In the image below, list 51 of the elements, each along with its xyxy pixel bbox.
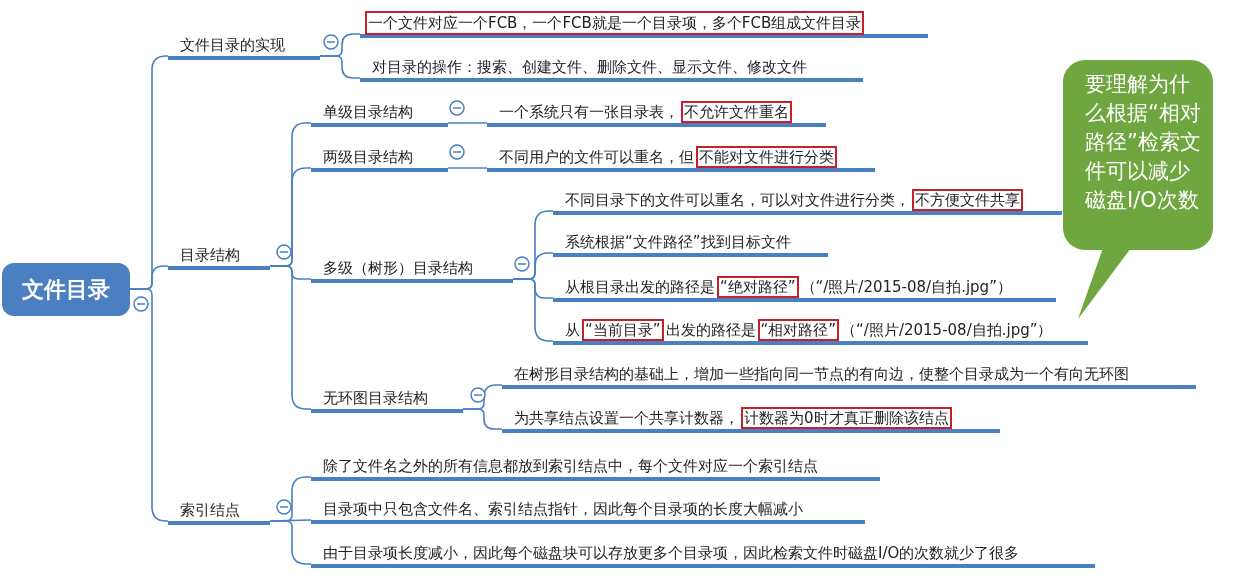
topic-line — [311, 455, 880, 481]
topic-text: 在树形目录结构的基础上，增加一些指向同一节点的有向边，使整个目录成为一个有向无环图 — [514, 365, 1129, 383]
topic-text: 索引结点 — [180, 501, 240, 519]
root-topic-box: 文件目录 — [2, 263, 130, 316]
topic-line — [311, 387, 463, 413]
topic-line — [360, 56, 863, 82]
topic-line — [168, 244, 270, 270]
branch-line — [447, 122, 488, 124]
branch-line — [462, 408, 503, 430]
topic-line — [553, 231, 828, 257]
topic-text: 对目录的操作：搜索、创建文件、删除文件、显示文件、修改文件 — [372, 58, 807, 76]
topic-text: 除了文件名之外的所有信息都放到索引结点中，每个文件对应一个索引结点 — [323, 457, 818, 475]
topic-text: 由于目录项长度减小，因此每个磁盘块可以存放更多个目录项，因此检索文件时磁盘I/O的次数就少了很多 — [323, 544, 1020, 562]
branch-line — [129, 288, 169, 522]
branch-line — [512, 278, 554, 342]
topic-line — [487, 101, 826, 127]
callout-bubble: 要理解为什么根据“相对路径”检索文件可以减少磁盘I/O次数 — [1063, 60, 1213, 250]
branch-line — [269, 265, 312, 410]
topic-line — [311, 101, 448, 127]
topic-text: 不同目录下的文件可以重名，可以对文件进行分类，不方便文件共享 — [565, 191, 1025, 209]
topic-text: 一个系统只有一张目录表，不允许文件重名 — [499, 103, 794, 121]
topic-line — [311, 257, 513, 283]
topic-line — [502, 363, 1196, 389]
topic-text: 从根目录出发的路径是“绝对路径”（“/照片/2015-08/自拍.jpg”） — [565, 278, 1012, 296]
branch-line — [269, 520, 312, 565]
topic-text: 不同用户的文件可以重名，但不能对文件进行分类 — [499, 148, 839, 166]
topic-text: 目录结构 — [180, 246, 240, 264]
branch-line — [447, 167, 488, 169]
callout-tail — [1078, 248, 1131, 319]
topic-text: 多级（树形）目录结构 — [323, 259, 473, 277]
topic-text: 一个文件对应一个FCB，一个FCB就是一个目录项，多个FCB组成文件目录 — [368, 14, 862, 32]
branch-line — [319, 55, 361, 79]
topic-text: 文件目录的实现 — [180, 36, 285, 54]
topic-line — [311, 542, 1095, 568]
topic-line — [553, 189, 1062, 215]
topic-line — [502, 407, 1000, 433]
topic-text: 系统根据“文件路径”找到目标文件 — [565, 233, 791, 251]
topic-text: 目录项中只包含文件名、索引结点指针，因此每个目录项的长度大幅减小 — [323, 500, 803, 518]
topic-line — [311, 146, 448, 172]
topic-line — [553, 276, 1056, 302]
topic-text: 单级目录结构 — [323, 103, 413, 121]
topic-line — [168, 499, 270, 525]
topic-text: 从“当前目录”出发的路径是“相对路径”（“/照片/2015-08/自拍.jpg”） — [565, 321, 1053, 339]
topic-line — [311, 498, 865, 524]
topic-line — [487, 146, 875, 172]
topic-line — [168, 34, 320, 60]
topic-text: 两级目录结构 — [323, 148, 413, 166]
topic-line — [553, 319, 1088, 345]
topic-text: 为共享结点设置一个共享计数器，计数器为0时才真正删除该结点 — [514, 409, 954, 427]
topic-line — [360, 12, 928, 38]
topic-text: 无环图目录结构 — [323, 389, 428, 407]
